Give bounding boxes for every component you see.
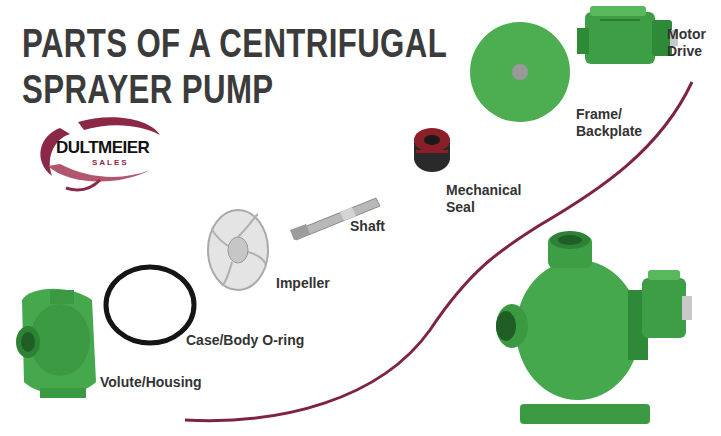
assembled-pump bbox=[496, 231, 692, 424]
part-label: Volute/Housing bbox=[100, 374, 230, 391]
volute-housing bbox=[16, 289, 96, 398]
impeller bbox=[208, 210, 268, 290]
o-ring bbox=[106, 267, 194, 343]
logo-text: DULTMEIER bbox=[56, 138, 166, 158]
part-label: Frame/ Backplate bbox=[576, 106, 656, 140]
motor-drive bbox=[577, 6, 678, 64]
mechanical-seal bbox=[414, 128, 450, 172]
decor-curve bbox=[185, 82, 692, 421]
part-label: Impeller bbox=[276, 275, 356, 292]
backplate bbox=[470, 22, 570, 122]
page-title: PARTS OF A CENTRIFUGAL SPRAYER PUMP bbox=[22, 20, 474, 112]
part-label: Mechanical Seal bbox=[446, 182, 536, 216]
logo-subtext: SALES bbox=[92, 158, 132, 168]
part-label: Motor Drive bbox=[667, 26, 717, 60]
part-label: Shaft bbox=[350, 218, 410, 235]
part-label: Case/Body O-ring bbox=[186, 332, 326, 349]
